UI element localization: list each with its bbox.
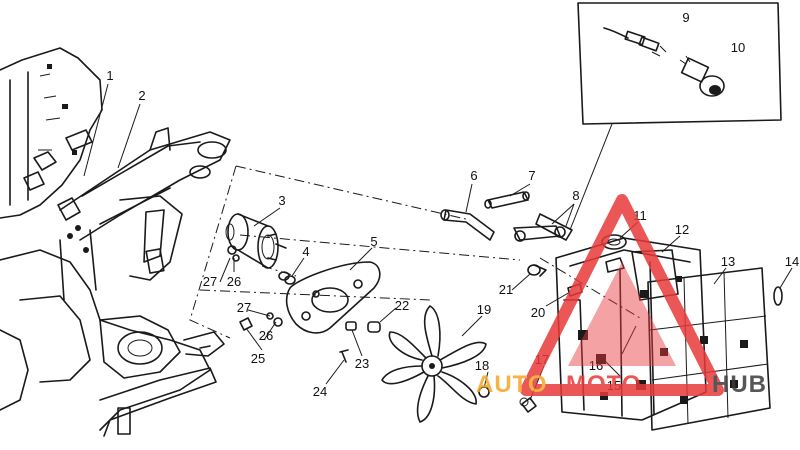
part-14-retaining-ring — [773, 286, 783, 306]
part-6-hose — [440, 209, 495, 241]
callout-26b: 26 — [259, 328, 273, 343]
callout-23: 23 — [355, 356, 369, 371]
part-25-nut — [239, 317, 253, 331]
part-17-bolt — [521, 397, 537, 413]
inset-box — [569, 2, 782, 231]
callout-5: 5 — [370, 234, 377, 249]
callout-labels: 1 2 3 4 5 6 7 8 9 10 11 12 13 14 15 16 1… — [106, 10, 799, 399]
part-10-temperature-switch — [679, 55, 725, 97]
part-24-bolt — [339, 349, 349, 363]
callout-3: 3 — [278, 193, 285, 208]
callout-25: 25 — [251, 351, 265, 366]
part-7-hose — [484, 191, 530, 209]
part-22-grommet — [367, 321, 381, 333]
callout-27b: 27 — [237, 300, 251, 315]
part-12-overflow-tank — [631, 249, 679, 301]
part-3-fan-motor — [225, 213, 287, 269]
watermark-text-auto: AUTO — [476, 371, 548, 398]
callout-21: 21 — [499, 282, 513, 297]
part-21-fitting — [527, 264, 547, 277]
fasteners — [227, 245, 537, 413]
callout-7: 7 — [528, 168, 535, 183]
callout-9: 9 — [682, 10, 689, 25]
callout-2: 2 — [138, 88, 145, 103]
callout-20: 20 — [531, 305, 545, 320]
part-27a-screw — [232, 254, 240, 262]
part-26a-washer — [227, 245, 237, 255]
watermark-text-hub: HUB — [712, 371, 767, 398]
callout-12: 12 — [675, 222, 689, 237]
part-26b-washer — [273, 317, 283, 327]
callout-22: 22 — [395, 298, 409, 313]
callout-16: 16 — [589, 358, 603, 373]
callout-8: 8 — [572, 188, 579, 203]
part-5-mounting-plate — [285, 261, 381, 334]
callout-24: 24 — [313, 384, 327, 399]
watermark-logo: AUTO MOTO HUB — [476, 194, 767, 398]
frame — [0, 47, 231, 437]
callout-1: 1 — [106, 68, 113, 83]
watermark-text-moto: MOTO — [566, 371, 642, 398]
leader-lines — [83, 83, 793, 401]
watermark-triangle-icon — [520, 194, 724, 396]
callout-13: 13 — [721, 254, 735, 269]
callout-26a: 26 — [227, 274, 241, 289]
callout-14: 14 — [785, 254, 799, 269]
callout-27a: 27 — [203, 274, 217, 289]
part-8-hose-clamps — [513, 213, 573, 242]
part-4-spacer — [278, 271, 296, 285]
callout-19: 19 — [477, 302, 491, 317]
callout-10: 10 — [731, 40, 745, 55]
callout-18: 18 — [475, 358, 489, 373]
callout-6: 6 — [470, 168, 477, 183]
part-19-fan-blade — [381, 305, 487, 423]
part-23-grommet — [345, 321, 357, 331]
part-9-wire-connector — [603, 27, 667, 57]
part-27b-screw — [266, 312, 274, 320]
callout-4: 4 — [302, 244, 309, 259]
